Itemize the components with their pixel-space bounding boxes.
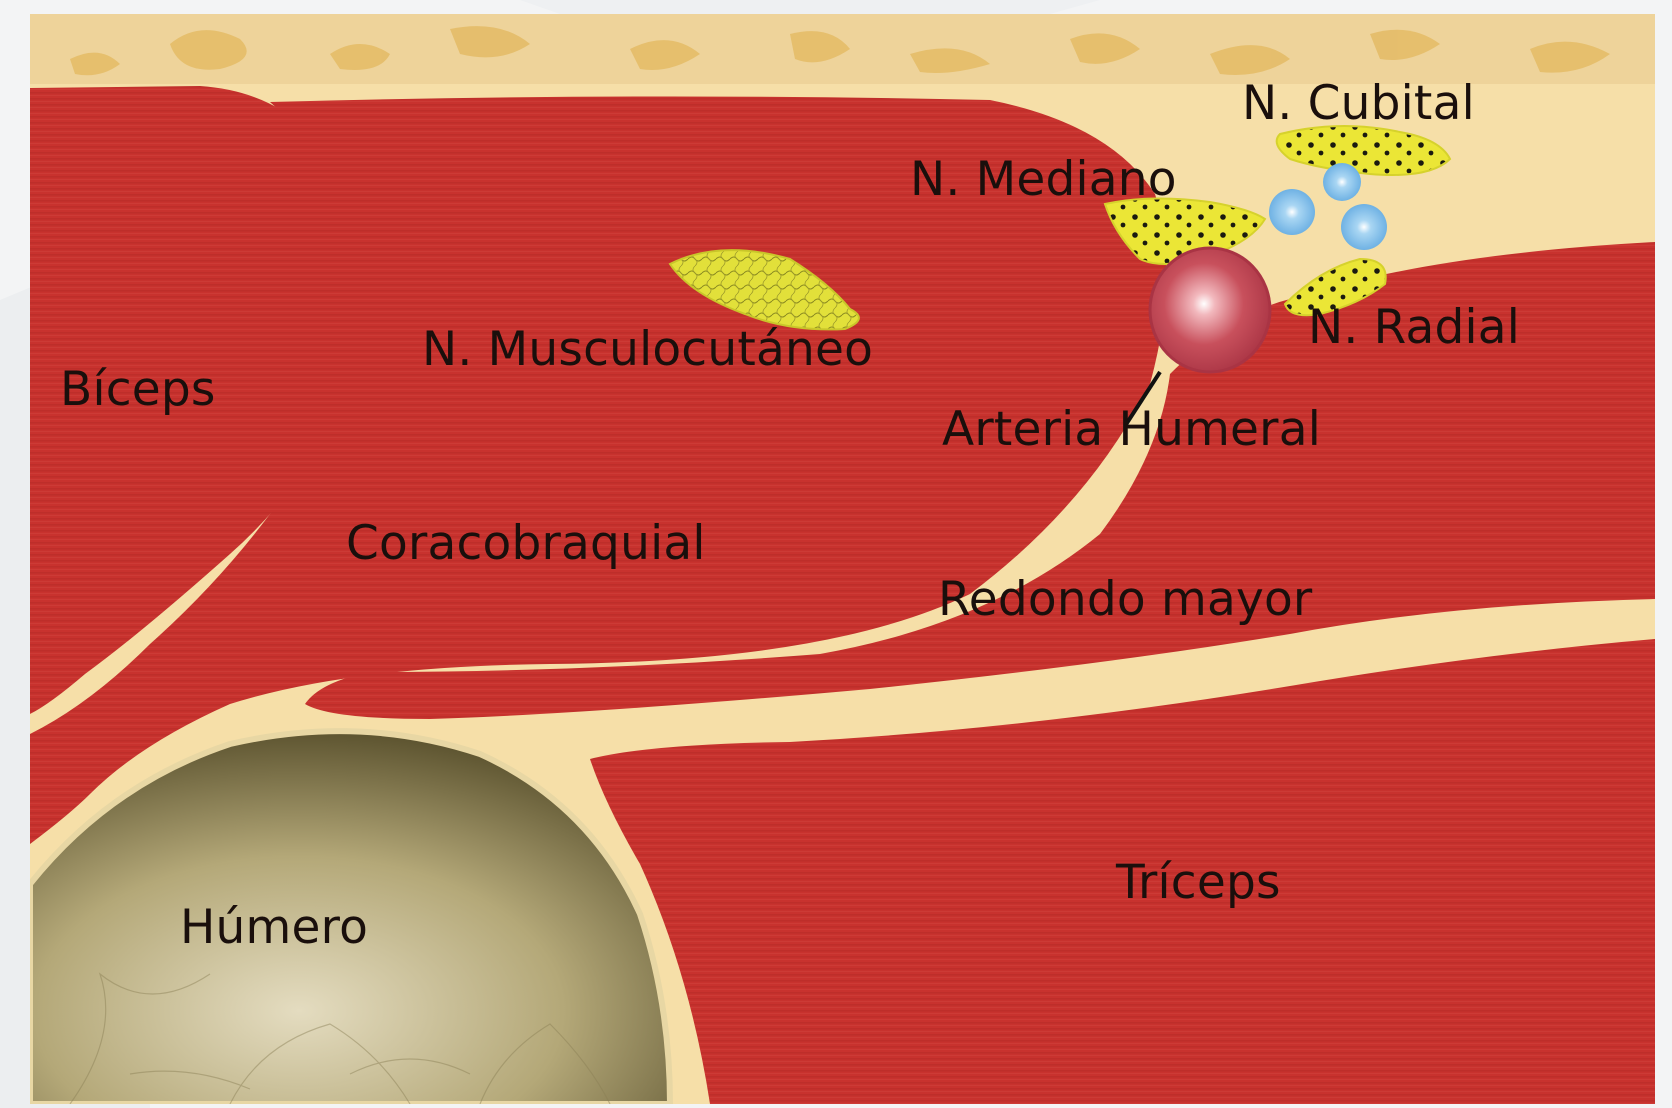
label-redondo-mayor: Redondo mayor (938, 576, 1312, 623)
cross-section-illustration: N. Cubital N. Mediano N. Radial N. Muscu… (30, 14, 1655, 1104)
label-n-mediano: N. Mediano (910, 156, 1177, 203)
label-n-radial: N. Radial (1308, 304, 1520, 351)
label-coracobraquial: Coracobraquial (346, 520, 706, 567)
label-triceps: Tríceps (1116, 859, 1281, 906)
arteria-humeral-vessel (1150, 248, 1270, 372)
label-n-musculocutaneo: N. Musculocutáneo (422, 326, 873, 373)
label-humero: Húmero (180, 904, 368, 951)
label-arteria-humeral: Arteria Humeral (942, 406, 1321, 453)
label-biceps: Bíceps (60, 366, 216, 413)
label-n-cubital: N. Cubital (1242, 80, 1475, 127)
